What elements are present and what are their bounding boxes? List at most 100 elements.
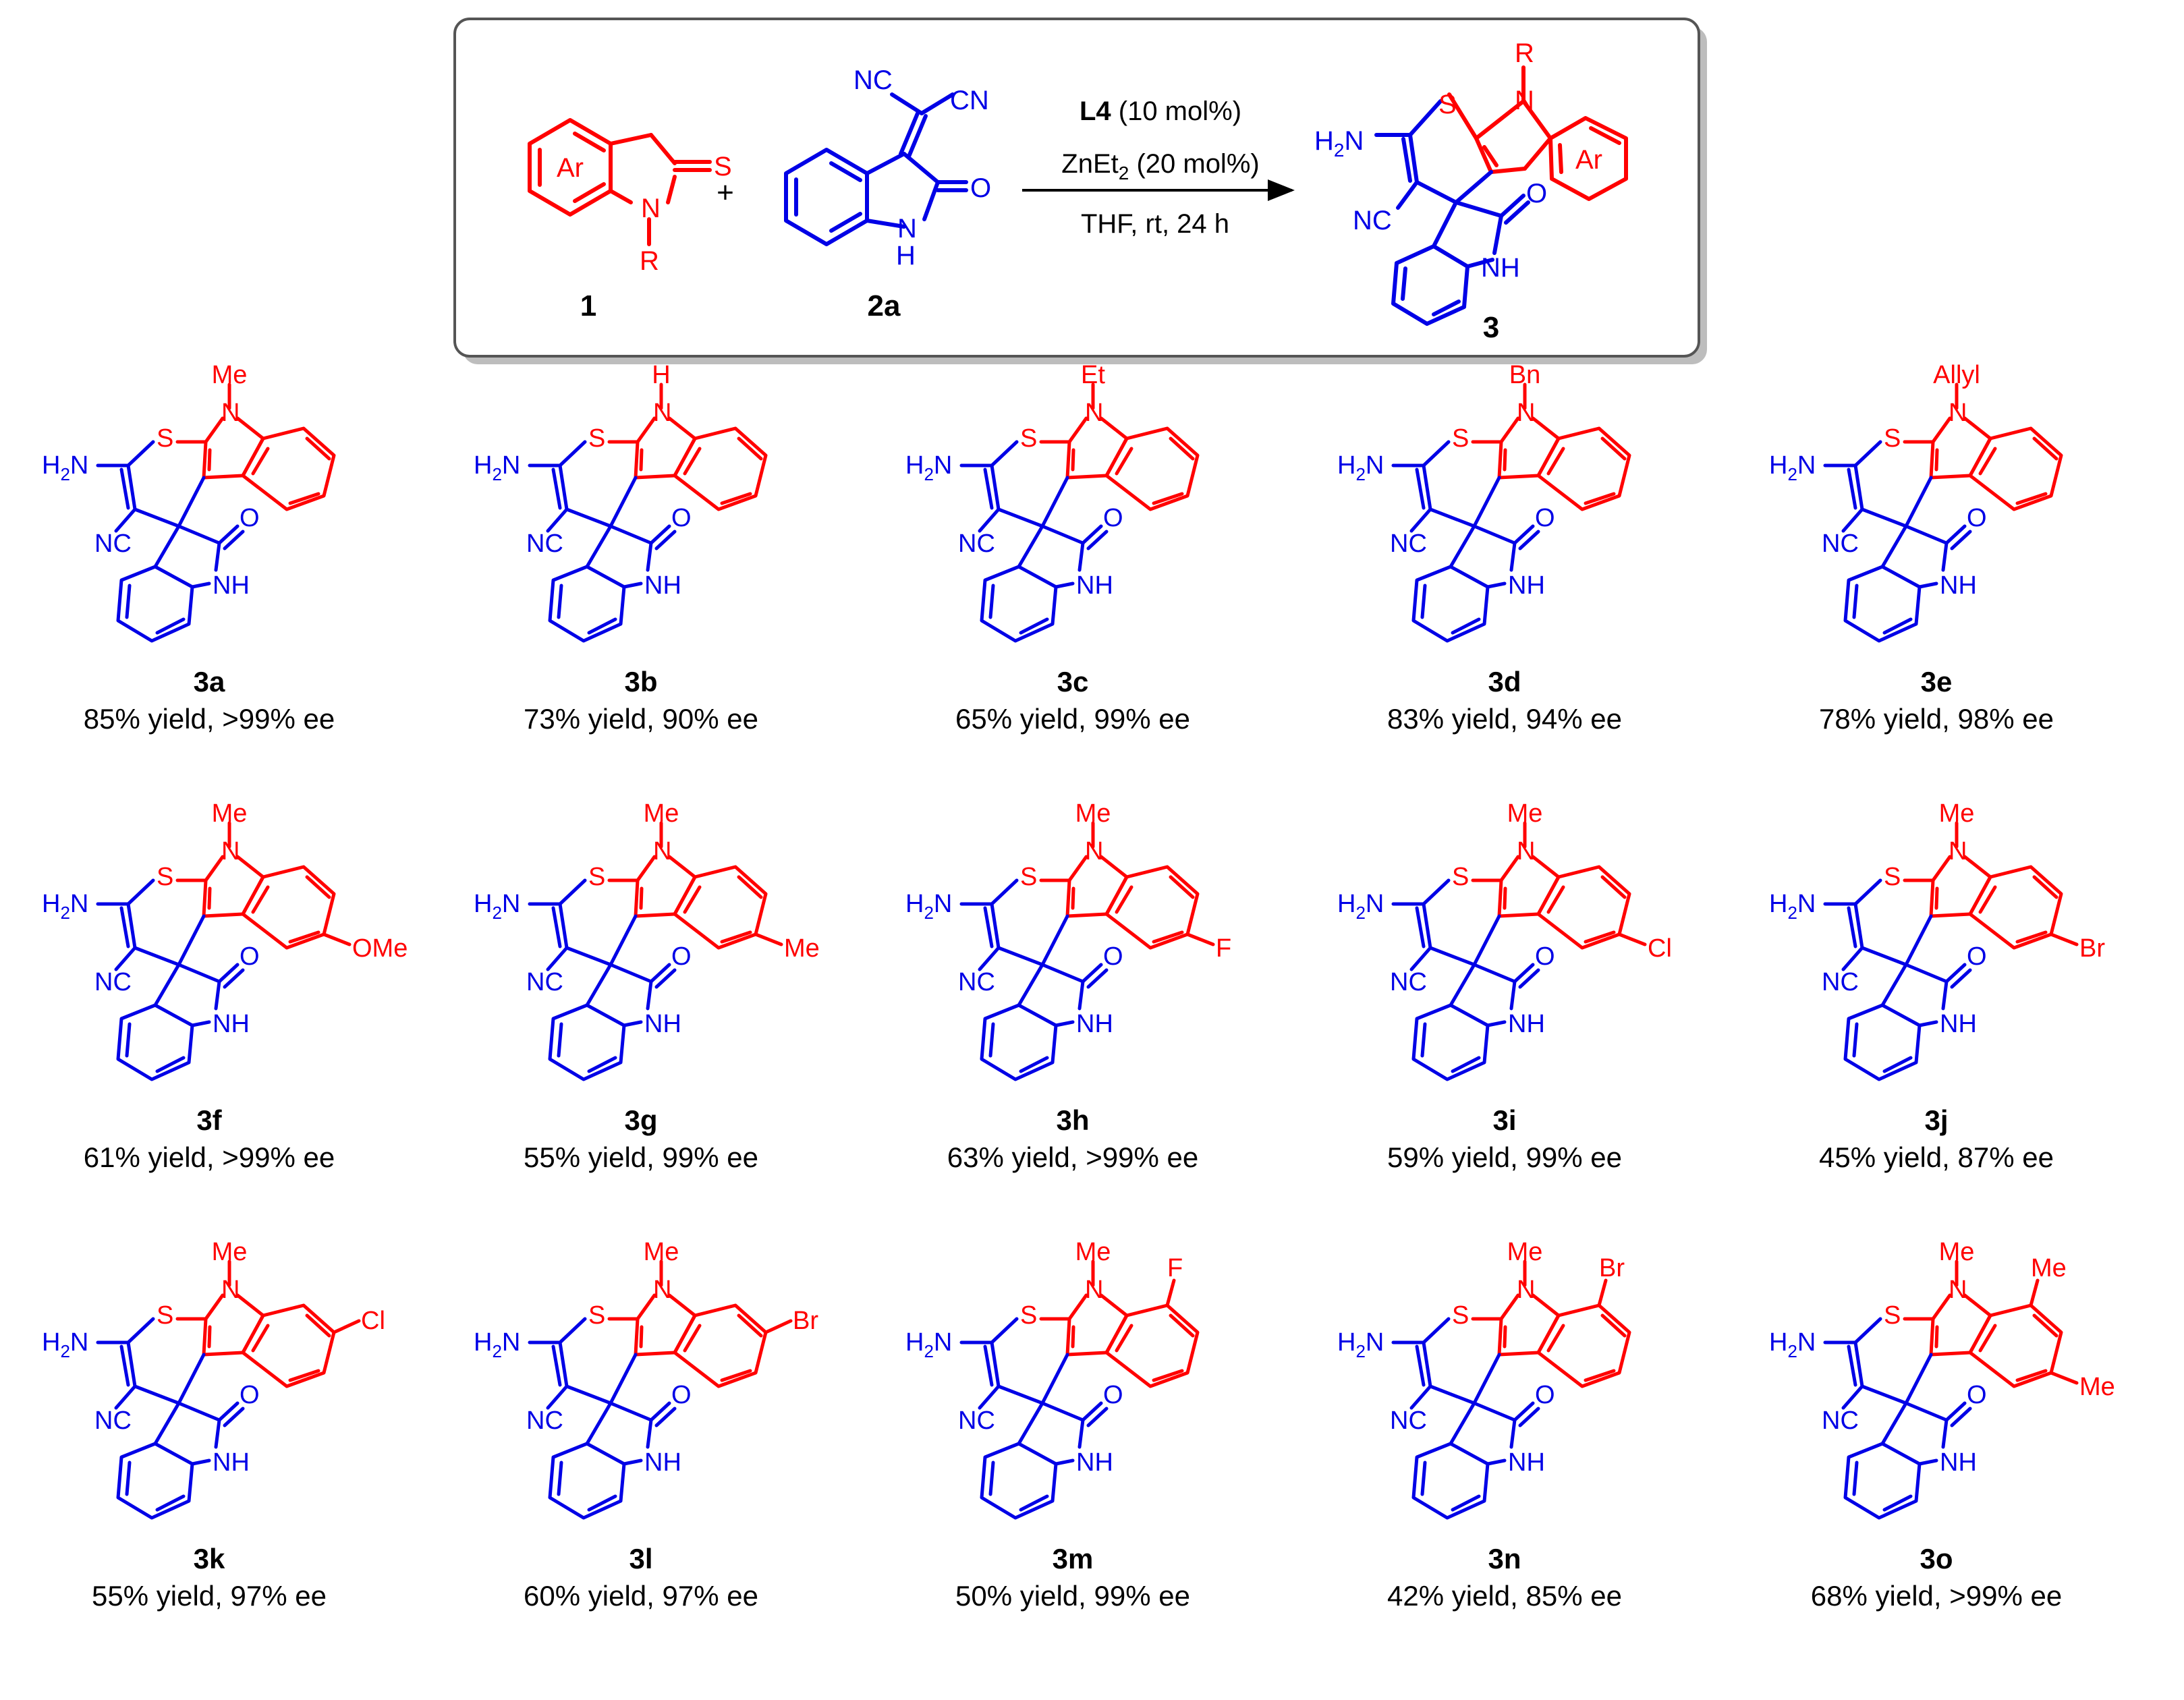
bond [202, 878, 208, 918]
amine-group: H2N [905, 451, 952, 484]
bond [1904, 476, 1933, 528]
nitrogen-atom: N [1085, 837, 1103, 866]
product-result: 60% yield, 97% ee [524, 1580, 758, 1612]
nitrogen-substituent: Me [1507, 799, 1543, 828]
bond [190, 1020, 211, 1027]
product-label: 3j [1924, 1104, 1948, 1136]
sulfur-atom: S [588, 424, 605, 453]
bond [720, 1369, 752, 1382]
nitrogen-atom: N [653, 399, 671, 427]
ring-substituent: Br [793, 1307, 818, 1335]
bond [720, 492, 752, 505]
bond [1497, 912, 1540, 918]
bond [133, 946, 181, 967]
bond [1422, 440, 1451, 468]
amine-n: N [502, 890, 520, 918]
product-3-ring-label: Ar [1575, 145, 1602, 175]
bond [649, 524, 671, 545]
nitrile: NC [94, 968, 132, 996]
lactam-nh: NH [213, 1010, 250, 1038]
nitrogen-substituent: Me [1507, 1238, 1543, 1266]
bond [1531, 855, 1561, 879]
nitrogen-substituent: Bn [1509, 361, 1540, 389]
bond [1929, 878, 1935, 918]
bond [223, 968, 245, 989]
amine-h: H [905, 451, 924, 480]
product-3-sulfur-atom: S [1438, 90, 1457, 119]
amine-n: N [502, 451, 520, 480]
sulfur-atom: S [1452, 863, 1469, 891]
bond [1934, 886, 1939, 910]
product-3-amine-group: H2N [1314, 126, 1364, 161]
bond [207, 448, 212, 472]
bond [1077, 980, 1085, 1011]
bond [558, 463, 569, 511]
bond [1472, 524, 1517, 545]
amine-n: N [70, 1328, 88, 1357]
bond [1017, 524, 1044, 569]
bond [1428, 946, 1476, 967]
bond [634, 474, 677, 480]
product-3-nitrogen-atom: N [1515, 86, 1534, 115]
lactam-nh: NH [1508, 1448, 1545, 1477]
bond [988, 584, 995, 619]
amine-n: N [502, 1328, 520, 1357]
bond [1185, 932, 1215, 946]
bond [1019, 1056, 1049, 1073]
product-label: 3g [624, 1104, 657, 1136]
sulfur-atom: S [1884, 424, 1901, 453]
bond [990, 1340, 1001, 1388]
bond [1422, 902, 1432, 950]
bond [634, 1351, 677, 1357]
bond [558, 440, 587, 468]
nitrogen-substituent: H [652, 361, 670, 389]
nitrogen-atom: N [221, 837, 240, 866]
amine-h: H [905, 890, 924, 918]
ring-substituent: Me [784, 934, 820, 963]
amine-group: H2N [42, 451, 88, 484]
bond [1040, 1401, 1085, 1422]
bond [1944, 963, 1967, 984]
reactant-2-nitrogen-atom: N [897, 214, 917, 244]
bond [1944, 524, 1967, 545]
lactam-nh: NH [1508, 1010, 1545, 1038]
carbonyl-atom: O [240, 942, 260, 971]
bond [119, 906, 130, 948]
amine-subscript: 2 [1787, 1341, 1797, 1361]
solvent-line: THF, rt, 24 h [1081, 209, 1229, 239]
product-result: 55% yield, 97% ee [92, 1580, 327, 1612]
bond [646, 1418, 653, 1449]
bond [1929, 1317, 1935, 1357]
bond [551, 1344, 562, 1387]
bond [1486, 582, 1507, 589]
bond [1499, 1293, 1520, 1321]
bond [332, 1319, 361, 1334]
bond [1422, 878, 1451, 906]
nitrile: NC [1390, 1407, 1427, 1435]
sulfur-atom: S [1020, 1301, 1037, 1330]
bond [1152, 492, 1184, 505]
ring-substituent: Me [2031, 1254, 2067, 1282]
bond [133, 507, 181, 528]
bond [646, 980, 653, 1011]
amine-subscript: 2 [492, 464, 501, 484]
nitrile: NC [526, 1407, 563, 1435]
bond [1040, 1353, 1069, 1405]
bond [1497, 440, 1503, 480]
bond [609, 914, 638, 967]
lactam-nh: NH [1076, 571, 1113, 600]
amine-h: H [1337, 451, 1355, 480]
bond [654, 968, 677, 989]
nitrogen-substituent: Me [212, 1238, 248, 1266]
sulfur-atom: S [588, 1301, 605, 1330]
amine-group: H2N [1769, 890, 1816, 923]
bond [217, 1401, 240, 1422]
bond [983, 1344, 994, 1387]
bond [1847, 1344, 1857, 1387]
bond [587, 617, 617, 635]
bond [546, 946, 569, 971]
amine-h: H [42, 890, 60, 918]
product-result: 83% yield, 94% ee [1387, 703, 1622, 735]
